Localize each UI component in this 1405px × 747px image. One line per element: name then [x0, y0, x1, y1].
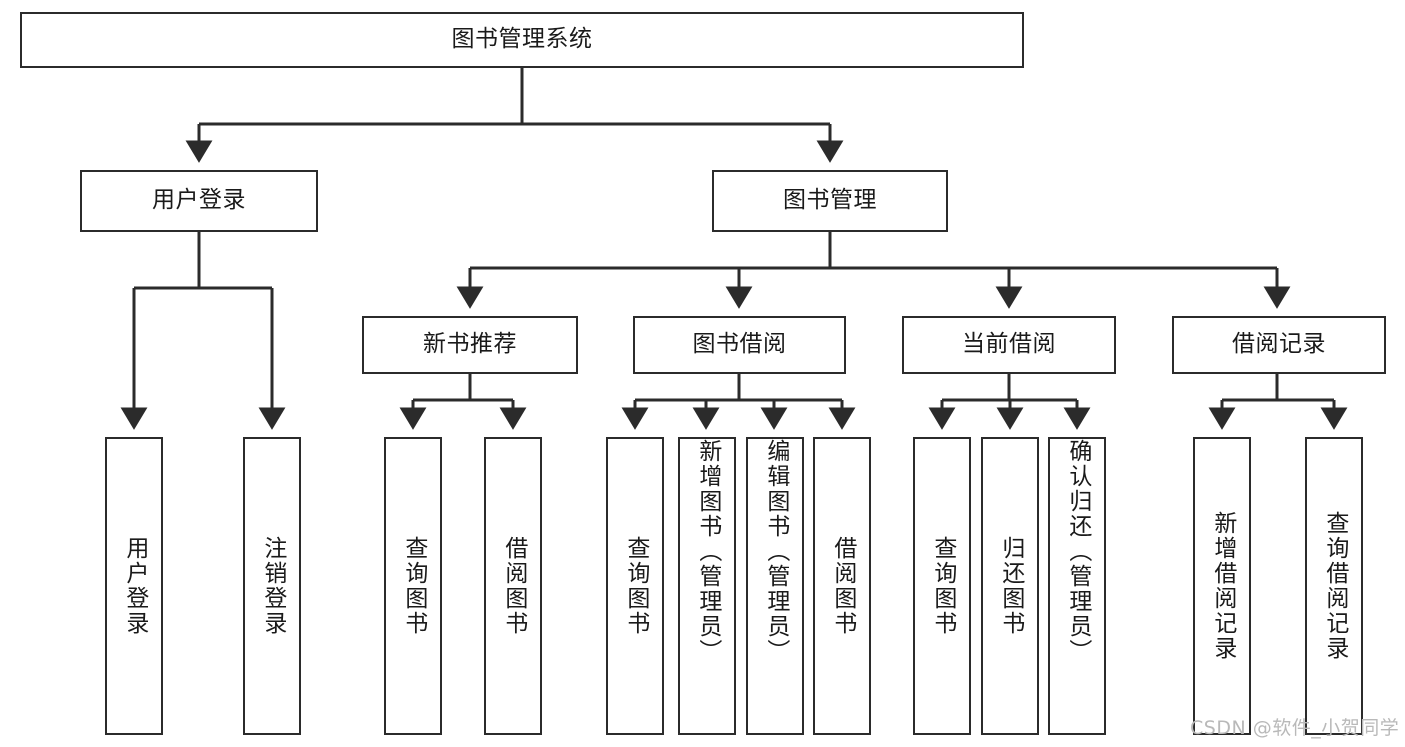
node-leaf-query-book-1[interactable]: 查询图书 — [384, 437, 442, 735]
node-leaf-query-book-2[interactable]: 查询图书 — [606, 437, 664, 735]
node-book-borrow[interactable]: 图书借阅 — [633, 316, 846, 374]
node-leaf-add-book-label: 新增图书（管理员） — [694, 439, 721, 664]
node-user-login-label: 用户登录 — [152, 187, 246, 214]
node-leaf-query-book-2-label: 查询图书 — [622, 536, 649, 636]
node-leaf-borrow-book-1-label: 借阅图书 — [500, 536, 527, 636]
node-leaf-confirm-return-label: 确认归还（管理员） — [1064, 439, 1091, 664]
node-leaf-query-book-3-label: 查询图书 — [929, 536, 956, 636]
node-leaf-return-book-label: 归还图书 — [997, 536, 1024, 636]
node-leaf-query-record-label: 查询借阅记录 — [1321, 511, 1348, 661]
node-leaf-query-record[interactable]: 查询借阅记录 — [1305, 437, 1363, 735]
node-leaf-add-record-label: 新增借阅记录 — [1209, 511, 1236, 661]
node-new-book-recommend[interactable]: 新书推荐 — [362, 316, 578, 374]
node-leaf-query-book-1-label: 查询图书 — [400, 536, 427, 636]
node-leaf-return-book[interactable]: 归还图书 — [981, 437, 1039, 735]
node-leaf-user-login-label: 用户登录 — [121, 536, 148, 636]
edges — [120, 68, 1348, 430]
node-borrow-record[interactable]: 借阅记录 — [1172, 316, 1386, 374]
node-current-borrow-label: 当前借阅 — [962, 331, 1056, 358]
node-new-book-recommend-label: 新书推荐 — [423, 331, 517, 358]
node-leaf-borrow-book-1[interactable]: 借阅图书 — [484, 437, 542, 735]
node-user-login[interactable]: 用户登录 — [80, 170, 318, 232]
node-book-management-label: 图书管理 — [783, 187, 877, 214]
node-leaf-add-record[interactable]: 新增借阅记录 — [1193, 437, 1251, 735]
node-leaf-query-book-3[interactable]: 查询图书 — [913, 437, 971, 735]
node-leaf-user-logout-label: 注销登录 — [259, 536, 286, 636]
node-borrow-record-label: 借阅记录 — [1232, 331, 1326, 358]
node-leaf-edit-book[interactable]: 编辑图书（管理员） — [746, 437, 804, 735]
node-leaf-add-book[interactable]: 新增图书（管理员） — [678, 437, 736, 735]
node-current-borrow[interactable]: 当前借阅 — [902, 316, 1116, 374]
node-leaf-edit-book-label: 编辑图书（管理员） — [762, 439, 789, 664]
node-leaf-user-login[interactable]: 用户登录 — [105, 437, 163, 735]
node-leaf-confirm-return[interactable]: 确认归还（管理员） — [1048, 437, 1106, 735]
node-root-label: 图书管理系统 — [451, 26, 593, 53]
node-book-borrow-label: 图书借阅 — [692, 331, 787, 358]
node-root[interactable]: 图书管理系统 — [20, 12, 1024, 68]
node-leaf-borrow-book-2[interactable]: 借阅图书 — [813, 437, 871, 735]
node-leaf-borrow-book-2-label: 借阅图书 — [829, 536, 856, 636]
node-book-management[interactable]: 图书管理 — [712, 170, 948, 232]
node-leaf-user-logout[interactable]: 注销登录 — [243, 437, 301, 735]
